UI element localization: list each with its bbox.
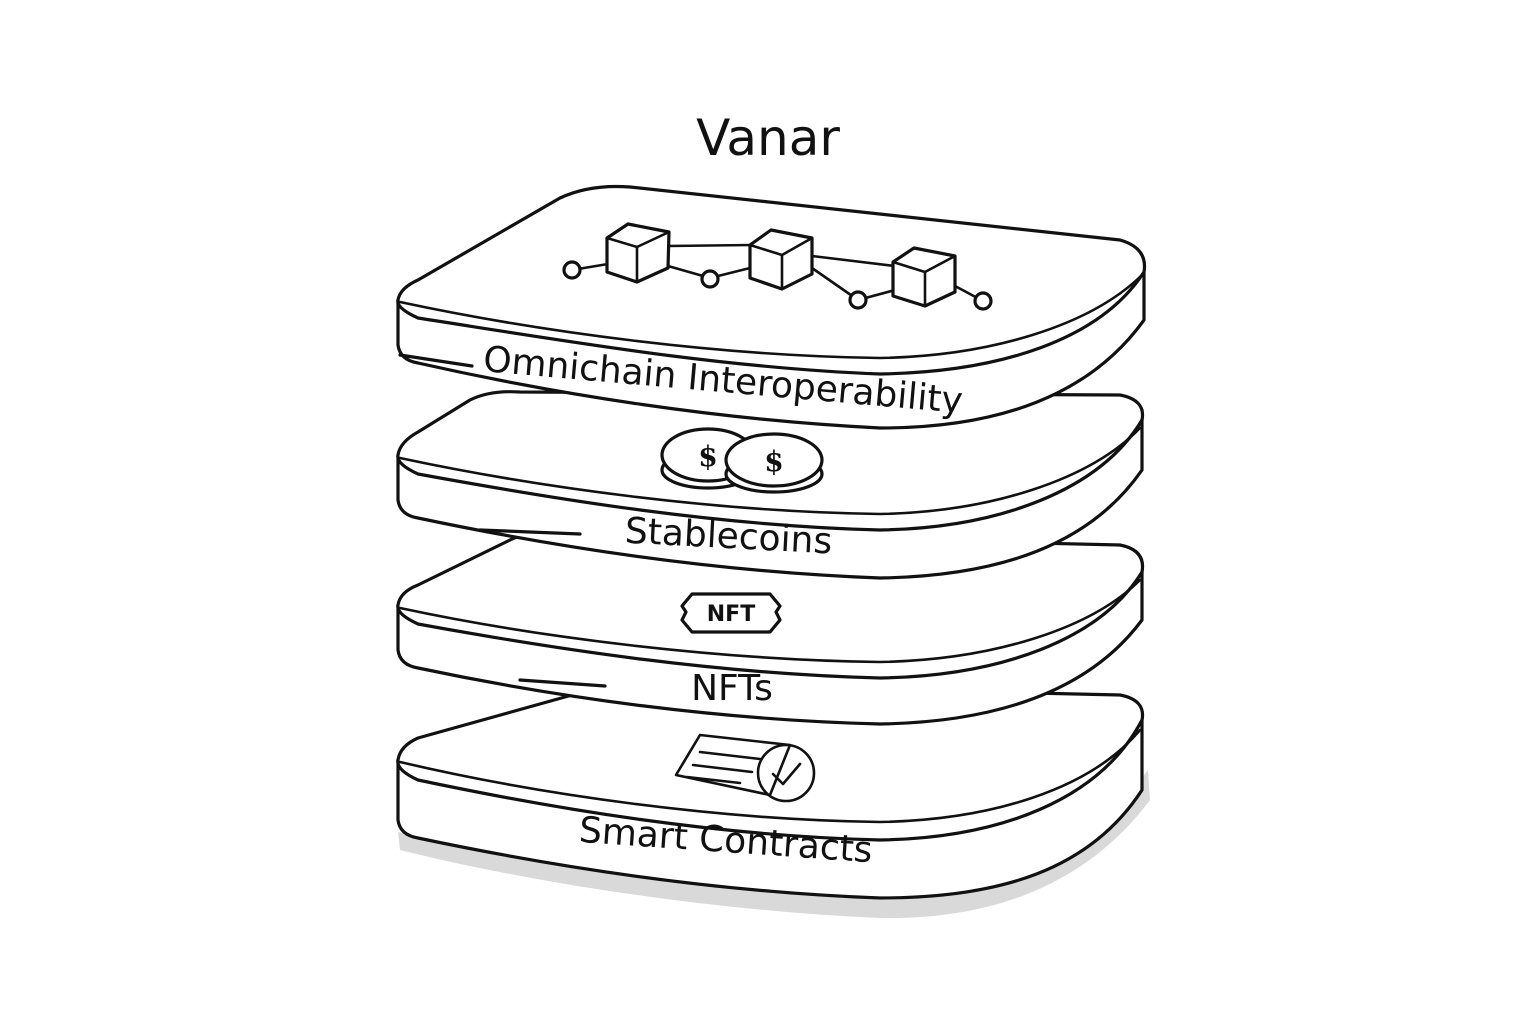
layer-slab-edge bbox=[398, 728, 1142, 824]
contract-check-icon bbox=[674, 733, 816, 803]
layer-gap-mark bbox=[518, 678, 607, 688]
layer-slab-edge bbox=[398, 426, 1142, 516]
layer-gap-mark bbox=[398, 353, 474, 368]
svg-text:$: $ bbox=[764, 445, 783, 478]
stack-shadow bbox=[398, 770, 1150, 919]
layer-omnichain-interoperability: Omnichain Interoperability bbox=[396, 184, 1147, 430]
layer-slab-edge bbox=[398, 273, 1144, 360]
layer-slab-top bbox=[396, 682, 1145, 842]
layer-stablecoins: $ $ Stablecoins bbox=[396, 390, 1145, 580]
layer-gap-mark bbox=[478, 528, 582, 536]
layer-smart-contracts: Smart Contracts bbox=[396, 682, 1145, 900]
svg-text:NFT: NFT bbox=[707, 602, 755, 627]
layer-label: NFTs bbox=[691, 668, 773, 709]
coins-icon: $ $ bbox=[660, 427, 824, 494]
layer-slab-edge bbox=[398, 578, 1142, 664]
svg-text:$: $ bbox=[698, 440, 717, 473]
blockchain-icon bbox=[562, 222, 993, 311]
nft-icon: NFT bbox=[680, 592, 782, 634]
diagram-title: Vanar bbox=[696, 109, 840, 167]
